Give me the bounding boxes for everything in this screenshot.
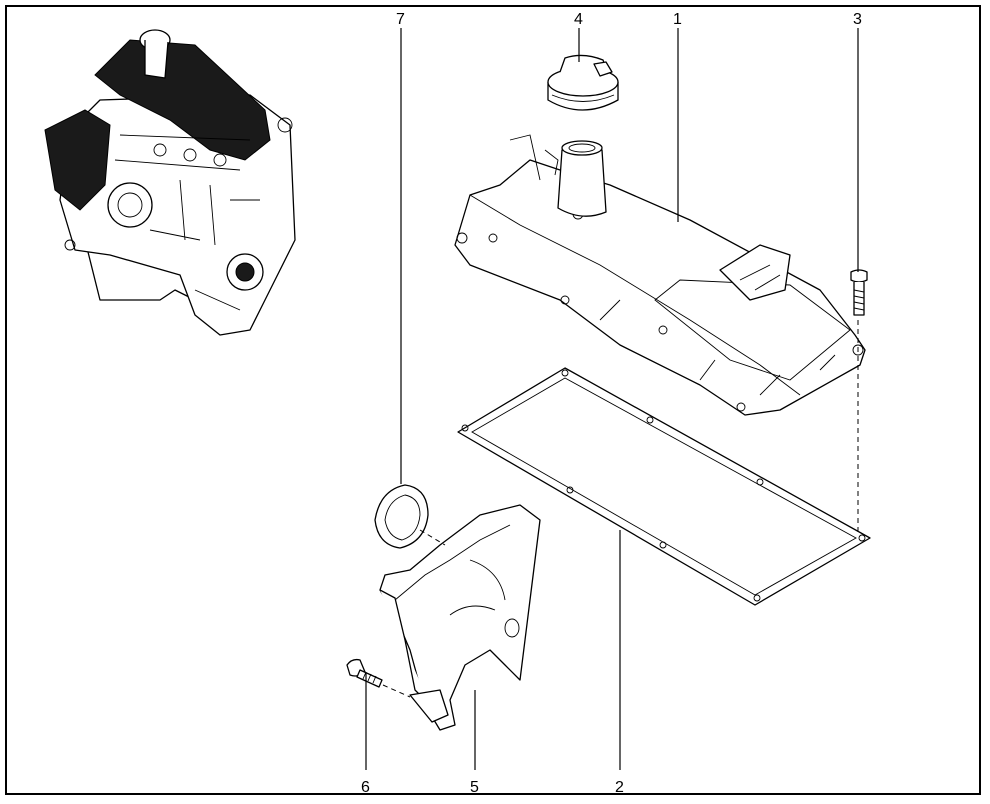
callout-1: 1 xyxy=(673,11,682,28)
timing-cover-bolt xyxy=(346,658,383,688)
timing-belt-cover xyxy=(379,504,541,731)
callout-7: 7 xyxy=(396,11,405,28)
callout-3: 3 xyxy=(853,11,862,28)
callout-4: 4 xyxy=(574,11,583,28)
leader-lines xyxy=(365,28,859,770)
cover-bolt xyxy=(850,269,868,316)
valve-cover xyxy=(454,134,866,416)
diagram-frame xyxy=(5,5,981,795)
oil-filler-neck xyxy=(557,140,607,217)
callout-2: 2 xyxy=(615,779,624,796)
valve-cover-gasket xyxy=(457,367,871,606)
engine-assembly-illustration xyxy=(44,29,296,336)
timing-cover-seal xyxy=(374,484,429,549)
callout-5: 5 xyxy=(470,779,479,796)
seal-alignment-line xyxy=(419,529,446,546)
callout-6: 6 xyxy=(361,779,370,796)
oil-filler-cap xyxy=(547,54,619,111)
bolt-6-alignment-line xyxy=(382,684,411,698)
